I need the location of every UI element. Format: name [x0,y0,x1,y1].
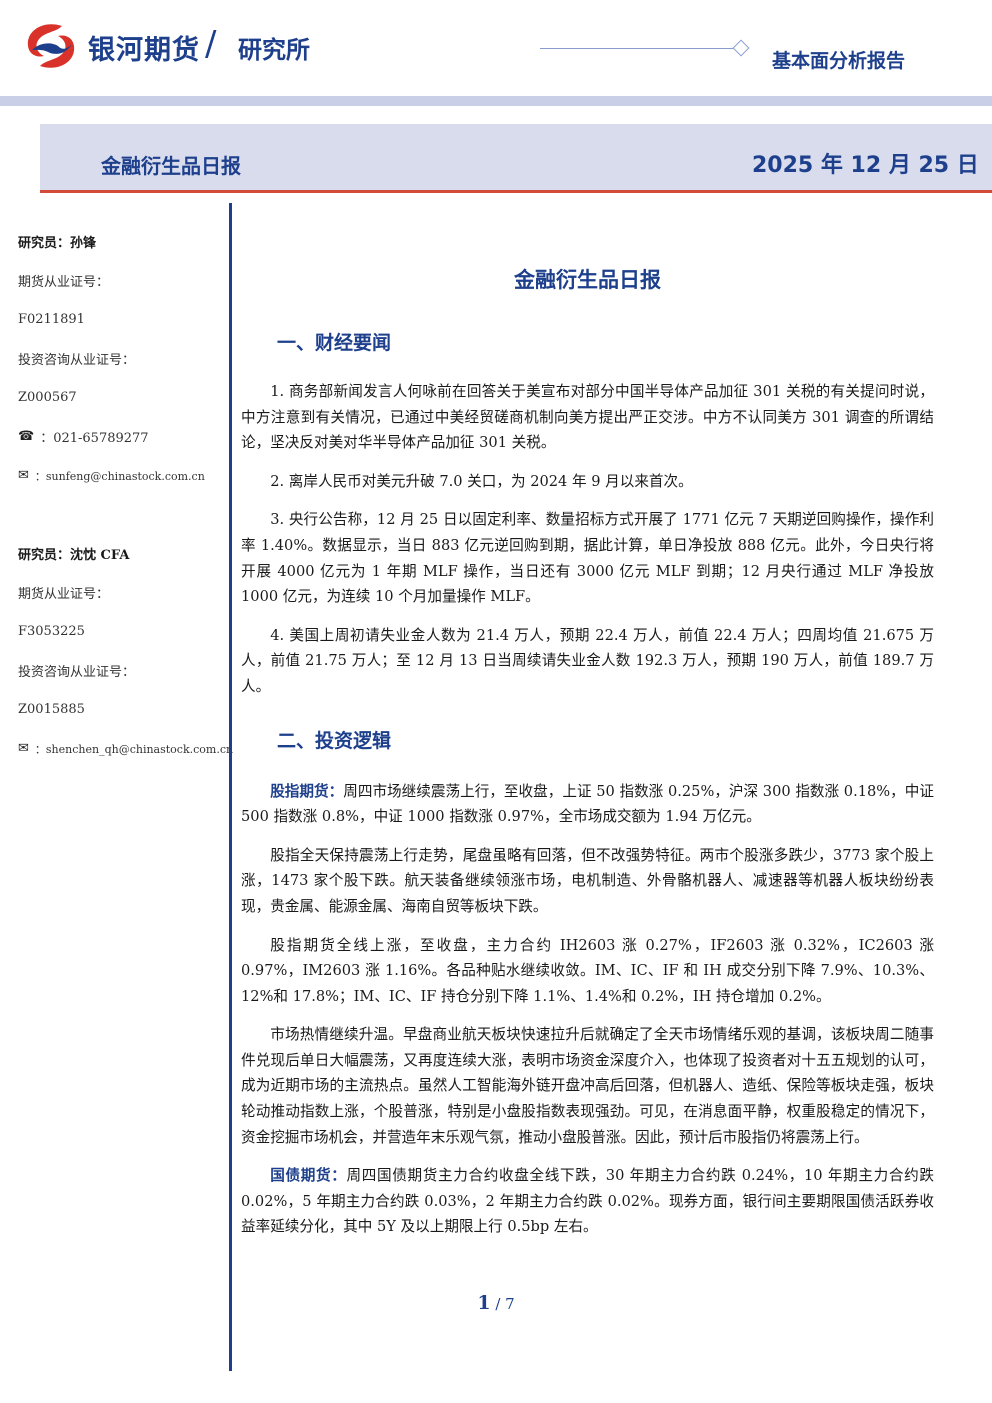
diamond-icon [732,39,750,57]
phone-icon: ☎ [18,429,35,444]
stock-futures-paragraph: 股指期货：周四市场继续震荡上行，至收盘，上证 50 指数涨 0.25%，沪深 3… [241,782,934,826]
consult-number: Z0015885 [18,702,85,717]
news-item: 3. 央行公告称，12 月 25 日以固定利率、数量招标方式开展了 1771 亿… [241,511,934,606]
galaxy-s-logo-icon [27,24,75,68]
envelope-icon: ✉ [18,741,29,756]
news-item: 2. 离岸人民币对美元升破 7.0 关口，为 2024 年 9 月以来首次。 [270,472,693,490]
email-address[interactable]: ：sunfeng@chinastock.com.cn [34,469,205,483]
consult-number: Z000567 [18,390,77,405]
news-item: 1. 商务部新闻发言人何咏前在回答关于美宣布对部分中国半导体产品加征 301 关… [241,383,934,452]
email-address[interactable]: ：shenchen_qh@chinastock.com.cn [34,742,234,756]
paragraph: 股指全天保持震荡上行走势，尾盘虽略有回落，但不改强势特征。两市个股涨多跌少，37… [241,846,934,915]
stock-futures-lead: 股指期货： [270,782,344,800]
document-title: 金融衍生品日报 [514,268,661,292]
title-bar-underline [40,190,992,193]
envelope-icon: ✉ [18,468,29,483]
main-content: 金融衍生品日报 一、财经要闻 1. 商务部新闻发言人何咏前在回答关于美宣布对部分… [241,262,934,1240]
phone-row: ☎ ：021-65789277 [18,417,224,456]
header-band [0,96,992,106]
vertical-divider [229,203,232,1371]
paragraph: 市场热情继续升温。早盘商业航天板块快速拉升后就确定了全天市场情绪乐观的基调，该板… [241,1026,934,1146]
bond-futures-lead: 国债期货： [270,1167,347,1185]
report-type: 基本面分析报告 [772,50,906,72]
section-heading-logic: 二、投资逻辑 [277,729,392,752]
section-heading-news: 一、财经要闻 [277,332,392,354]
license-label: 期货从业证号： [18,587,110,602]
license-label: 期货从业证号： [18,275,110,290]
paragraph: 股指期货全线上涨，至收盘，主力合约 IH2603 涨 0.27%，IF2603 … [241,936,934,1005]
news-item: 4. 美国上周初请失业金人数为 21.4 万人，预期 22.4 万人，前值 22… [241,626,934,695]
phone-number: ：021-65789277 [40,431,149,446]
header-deco-line [540,48,734,49]
email-row: ✉ ：sunfeng@chinastock.com.cn [18,456,224,495]
consult-label: 投资咨询从业证号： [18,665,136,680]
license-number: F3053225 [18,624,85,639]
report-date: 2025 年 12 月 25 日 [752,153,979,178]
license-number: F0211891 [18,312,85,327]
page-number: 1 / 7 [477,1292,515,1314]
researcher-sidebar: 研究员：孙锋 期货从业证号： F0211891 投资咨询从业证号： Z00056… [18,222,233,768]
brand-subtitle: 研究所 [238,36,310,64]
brand-name: 银河期货 [88,35,200,66]
consult-label: 投资咨询从业证号： [18,353,136,368]
researcher-name: 研究员：孙锋 [18,236,97,251]
researcher-name: 研究员：沈忱 CFA [18,548,130,563]
report-title: 金融衍生品日报 [101,154,241,178]
bond-futures-paragraph: 国债期货：周四国债期货主力合约收盘全线下跌，30 年期主力合约跌 0.24%，1… [241,1167,934,1236]
email-row: ✉ ：shenchen_qh@chinastock.com.cn [18,729,233,768]
title-bar [40,124,992,190]
brand-slash: / [205,24,217,64]
